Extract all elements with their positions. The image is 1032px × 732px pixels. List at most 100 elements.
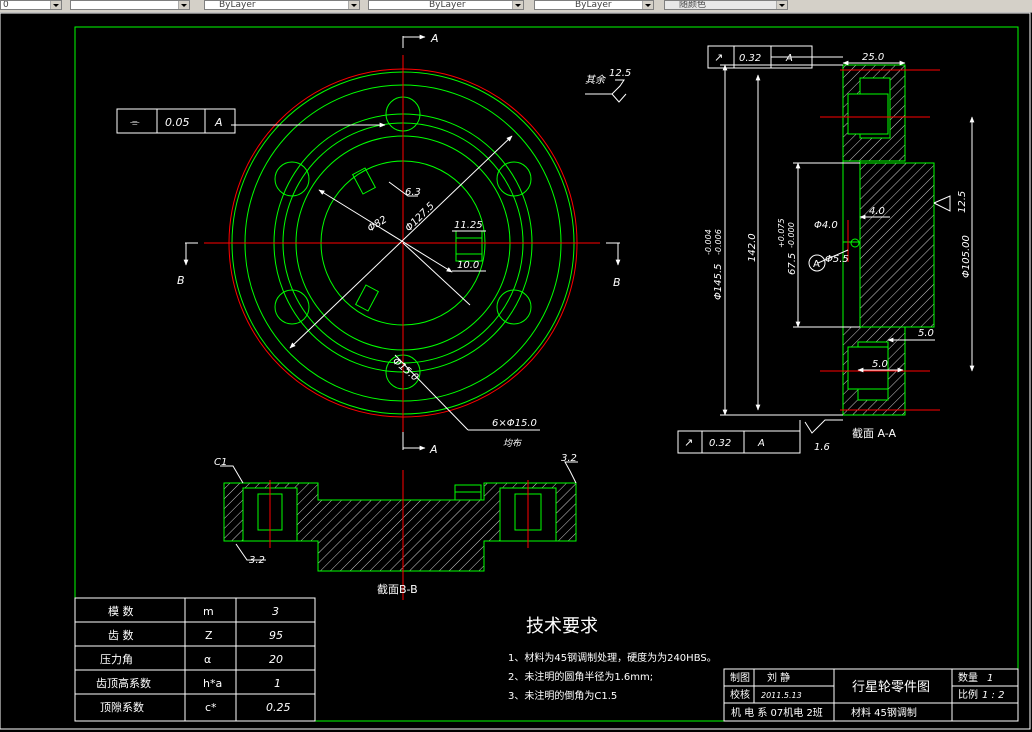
chamfer-c1: C1 bbox=[214, 457, 227, 468]
dim-11-25: 11.25 bbox=[454, 220, 483, 231]
params-table bbox=[74, 597, 316, 722]
roughness-bottom-aa: 1.6 bbox=[814, 442, 830, 453]
section-aa-labels: 25.0 Φ145.5 -0.004 -0.006 142.0 67.5 +0.… bbox=[704, 52, 972, 453]
section-aa-label: 截面 A-A bbox=[852, 426, 897, 440]
drawn-name: 刘 静 bbox=[767, 671, 790, 684]
hole bbox=[274, 161, 310, 197]
chevron-down-icon[interactable] bbox=[348, 1, 359, 9]
chevron-down-icon[interactable] bbox=[642, 1, 653, 9]
param-name: 齿 数 bbox=[108, 629, 134, 642]
dim-d5-5: Φ5.5 bbox=[825, 254, 849, 265]
hole bbox=[274, 289, 310, 325]
chevron-down-icon[interactable] bbox=[512, 1, 523, 9]
feature-control-frame-symmetry[interactable]: ⌯ 0.05 A bbox=[116, 108, 236, 134]
tech-item: 3、未注明的倒角为C1.5 bbox=[508, 689, 617, 702]
layer-state-combo[interactable] bbox=[70, 0, 190, 10]
runout-icon: ↗ bbox=[714, 51, 723, 64]
roughness-other-value: 12.5 bbox=[609, 68, 631, 79]
plotstyle-combo[interactable]: 随颜色 bbox=[664, 0, 788, 10]
section-bb-labels: C1 3.2 3.2 截面B-B bbox=[214, 453, 577, 596]
datum-letter: A bbox=[813, 259, 820, 270]
symmetry-icon: ⌯ bbox=[130, 115, 140, 129]
frame-bottom-tol: 0.32 bbox=[709, 438, 731, 449]
title-block-text: 制图 刘 静 校核 2011.5.13 机 电 系 07机电 2班 行星轮零件图… bbox=[730, 671, 1004, 719]
param-value: 20 bbox=[269, 653, 283, 666]
section-marker-b-left: B bbox=[177, 274, 185, 287]
param-value: 1 bbox=[274, 677, 281, 690]
linetype-combo[interactable]: ByLayer bbox=[368, 0, 524, 10]
frame-bottom-datum: A bbox=[757, 438, 765, 449]
holes-note: 均布 bbox=[503, 438, 523, 449]
dim-6-3: 6.3 bbox=[405, 187, 421, 198]
layer-combo[interactable]: 0 bbox=[0, 0, 62, 10]
tech-title: 技术要求 bbox=[526, 616, 598, 637]
param-symbol: c* bbox=[205, 701, 217, 714]
frame-top-datum: A bbox=[785, 53, 793, 64]
color-combo[interactable]: ByLayer bbox=[204, 0, 360, 10]
param-symbol: h*a bbox=[203, 677, 222, 690]
section-bb-label: 截面B-B bbox=[377, 582, 418, 596]
dim-5-b: 5.0 bbox=[872, 359, 888, 370]
dim-67-5: 67.5 bbox=[787, 253, 798, 275]
section-aa bbox=[720, 56, 975, 441]
param-symbol: Z bbox=[205, 629, 213, 642]
dim-25: 25.0 bbox=[862, 52, 884, 63]
param-value: 3 bbox=[272, 605, 279, 618]
param-name: 压力角 bbox=[100, 653, 133, 666]
dim-10-0: 10.0 bbox=[457, 260, 479, 271]
drawing-name: 行星轮零件图 bbox=[852, 680, 930, 695]
dim-d105: Φ105.00 bbox=[961, 235, 972, 278]
color-combo-value: ByLayer bbox=[219, 0, 256, 10]
feature-control-frame-bottom[interactable]: ↗ 0.32 A bbox=[677, 430, 801, 454]
section-marker-b-right: B bbox=[613, 276, 621, 289]
roughness-right-bb: 3.2 bbox=[561, 453, 577, 464]
inner-frame bbox=[74, 26, 1019, 722]
section-marker-a-bottom: A bbox=[429, 443, 438, 456]
chevron-down-icon[interactable] bbox=[178, 1, 189, 9]
scale-label: 比例 bbox=[958, 688, 978, 701]
dim-d4: Φ4.0 bbox=[814, 220, 838, 231]
param-symbol: α bbox=[204, 653, 211, 666]
drawing-canvas[interactable]: A A B B 其余 12.5 6.3 Φ82 Φ127.5 11.25 10.… bbox=[0, 12, 1032, 732]
lineweight-combo-value: ByLayer bbox=[575, 0, 612, 10]
tech-item: 1、材料为45钢调制处理，硬度为为240HBS。 bbox=[508, 651, 717, 664]
roughness-right-aa: 12.5 bbox=[957, 191, 968, 213]
title-block bbox=[723, 668, 1019, 722]
check-label: 校核 bbox=[730, 688, 750, 701]
dim-67-5-lower: -0.000 bbox=[787, 222, 796, 248]
dim-4: 4.0 bbox=[869, 206, 885, 217]
frame-datum: A bbox=[214, 116, 223, 129]
section-bb bbox=[220, 461, 578, 600]
param-value: 95 bbox=[269, 629, 283, 642]
plotstyle-combo-value: 随颜色 bbox=[679, 0, 707, 10]
department: 机 电 系 07机电 2班 bbox=[731, 706, 823, 719]
dim-d145-5: Φ145.5 bbox=[713, 264, 724, 301]
chevron-down-icon[interactable] bbox=[776, 1, 787, 9]
roughness-other-label: 其余 bbox=[585, 74, 607, 86]
param-value: 0.25 bbox=[266, 701, 291, 714]
linetype-combo-value: ByLayer bbox=[429, 0, 466, 10]
param-name: 顶隙系数 bbox=[100, 700, 144, 714]
holes-callout: 6×Φ15.0 bbox=[492, 418, 537, 429]
dim-d145-5-lower: -0.006 bbox=[714, 229, 723, 255]
check-date: 2011.5.13 bbox=[761, 691, 802, 700]
outer-frame bbox=[0, 12, 1031, 730]
dim-5-a: 5.0 bbox=[918, 328, 934, 339]
dim-d145-5-upper: -0.004 bbox=[704, 229, 713, 255]
hole bbox=[496, 161, 532, 197]
frame-tolerance: 0.05 bbox=[165, 116, 190, 129]
roughness-left-bb: 3.2 bbox=[249, 555, 265, 566]
param-symbol: m bbox=[203, 605, 214, 618]
dim-67-5-upper: +0.075 bbox=[777, 218, 786, 248]
tech-item: 2、未注明的圆角半径为1.6mm; bbox=[508, 670, 653, 683]
tech-requirements: 技术要求 1、材料为45钢调制处理，硬度为为240HBS。 2、未注明的圆角半径… bbox=[508, 616, 717, 702]
feature-control-frame-top[interactable]: ↗ 0.32 A bbox=[707, 45, 813, 69]
qty-value: 1 bbox=[987, 673, 993, 684]
lineweight-combo[interactable]: ByLayer bbox=[534, 0, 654, 10]
hole bbox=[496, 289, 532, 325]
layer-combo-value: 0 bbox=[3, 0, 9, 10]
param-name: 齿顶高系数 bbox=[96, 676, 151, 690]
scale-value: 1 : 2 bbox=[982, 690, 1004, 701]
section-marker-a-top: A bbox=[430, 32, 439, 45]
chevron-down-icon[interactable] bbox=[50, 1, 61, 9]
